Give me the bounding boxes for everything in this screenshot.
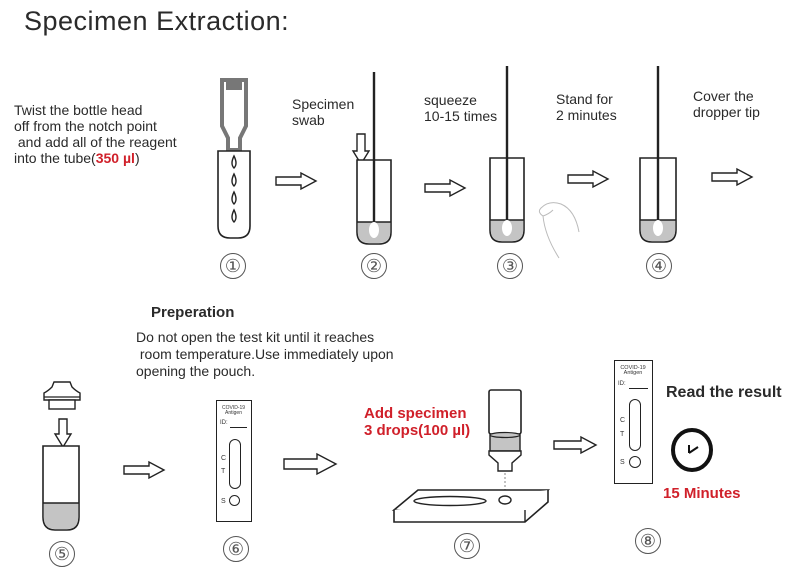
page-title: Specimen Extraction: xyxy=(24,6,290,36)
step3-line2: 10-15 times xyxy=(424,108,498,124)
sample-well-label: S xyxy=(221,498,226,505)
step1-line2: off from the notch point xyxy=(14,118,157,134)
arrow-right-icon xyxy=(283,452,338,476)
step-number-1: ① xyxy=(220,253,246,279)
step-number-2: ② xyxy=(361,253,387,279)
stand-tube-illustration xyxy=(639,66,677,243)
clock-icon xyxy=(671,428,713,472)
cassette-id-line xyxy=(230,427,247,428)
control-line-label: C xyxy=(221,455,227,462)
result-test-label: T xyxy=(620,431,625,438)
cassette-brand-line1: COVID-19 xyxy=(221,405,246,411)
step2-label: Specimen swab xyxy=(292,96,354,128)
read-result-label: Read the result xyxy=(666,384,782,401)
step3-label: squeeze 10-15 times xyxy=(424,92,497,124)
arrow-right-icon xyxy=(553,435,598,455)
step-number-6: ⑥ xyxy=(223,536,249,562)
cassette-id-label: ID: xyxy=(220,420,228,426)
step2-line2: swab xyxy=(292,112,325,128)
arrow-down-icon xyxy=(351,133,371,166)
sample-well xyxy=(229,495,240,506)
step5-line1: Cover the xyxy=(693,88,754,104)
step7-instruction: Add specimen 3 drops(100 µl) xyxy=(364,405,470,439)
result-sample-well xyxy=(629,456,641,468)
squeeze-tube-illustration xyxy=(489,66,525,243)
step1-suffix: ) xyxy=(134,150,140,166)
result-cassette-window xyxy=(629,399,641,451)
drop-icon xyxy=(231,154,237,223)
result-window xyxy=(229,439,241,489)
result-cassette-id-label: ID: xyxy=(618,381,626,387)
step5-line2: dropper tip xyxy=(693,104,760,120)
result-sample-label: S xyxy=(620,459,625,466)
result-cassette-brand-line2: Antigen xyxy=(623,370,643,376)
step-number-5: ⑤ xyxy=(49,541,75,567)
step2-line1: Specimen xyxy=(292,96,355,112)
preparation-line2: room temperature.Use immediately upon xyxy=(136,346,394,362)
arrow-right-icon xyxy=(567,169,610,189)
dropper-on-cassette-illustration xyxy=(391,389,551,523)
result-control-label: C xyxy=(620,417,626,424)
step4-line1: Stand for xyxy=(556,91,613,107)
arrow-right-icon xyxy=(711,167,754,187)
step1-line1: Twist the bottle head xyxy=(14,102,143,118)
step1-volume-highlight: 350 µl xyxy=(95,150,135,166)
arrow-right-icon xyxy=(275,171,318,191)
preparation-line1: Do not open the test kit until it reache… xyxy=(136,329,375,345)
step1-line3: and add all of the reagent xyxy=(14,134,177,150)
preparation-text: Do not open the test kit until it reache… xyxy=(136,329,394,380)
step5-label: Cover the dropper tip xyxy=(693,88,760,120)
dropper-cap-illustration xyxy=(43,381,81,410)
step-number-4: ④ xyxy=(646,253,672,279)
step3-line1: squeeze xyxy=(424,92,477,108)
preparation-line3: opening the pouch. xyxy=(136,363,256,379)
arrow-right-icon xyxy=(424,178,467,198)
timer-label: 15 Minutes xyxy=(663,485,741,502)
step7-line2: 3 drops(100 µl) xyxy=(364,422,471,439)
test-line-label: T xyxy=(221,468,226,475)
preparation-heading: Preperation xyxy=(151,304,235,321)
step1-line4: into the tube( xyxy=(14,150,96,166)
step1-instructions: Twist the bottle head off from the notch… xyxy=(14,102,177,166)
arrow-right-icon xyxy=(123,460,166,480)
step-number-3: ③ xyxy=(497,253,523,279)
step7-line1: Add specimen xyxy=(364,405,467,422)
step4-label: Stand for 2 minutes xyxy=(556,91,617,123)
capped-tube-illustration xyxy=(42,445,80,531)
step4-line2: 2 minutes xyxy=(556,107,617,123)
step-number-8: ⑧ xyxy=(635,528,661,554)
bottle-and-tube-illustration xyxy=(217,78,251,239)
result-cassette-brand-line1: COVID-19 xyxy=(620,365,646,371)
arrow-down-icon xyxy=(53,418,73,449)
swab-in-tube-illustration xyxy=(356,72,392,245)
cassette-brand-line2: Antigen xyxy=(225,410,242,416)
result-cassette-id-line xyxy=(629,388,648,389)
step-number-7: ⑦ xyxy=(454,533,480,559)
hand-icon xyxy=(538,202,580,259)
